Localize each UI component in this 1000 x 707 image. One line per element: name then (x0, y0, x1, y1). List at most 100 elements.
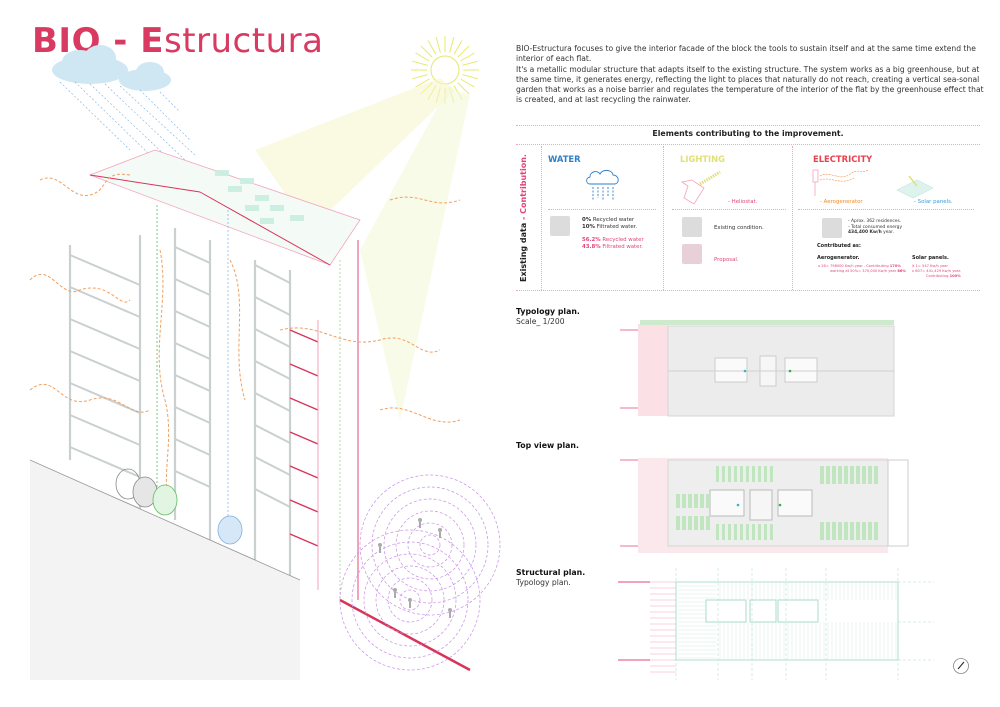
planter (688, 516, 692, 530)
aerogenerator-label: - Aerogenerator (820, 199, 863, 205)
sun-ray (460, 78, 475, 88)
structural-plan-drawing (618, 568, 934, 680)
planter (728, 466, 731, 482)
planter (722, 524, 725, 540)
planter (764, 466, 767, 482)
planter (832, 466, 836, 484)
water-contribution: 56.2% Recycled water 43.8% Filtrated wat… (582, 237, 644, 251)
structural-plan-title: Structural plan. (516, 568, 586, 577)
ground-section (30, 460, 300, 680)
divider (516, 125, 980, 126)
planter (740, 524, 743, 540)
noise-ring (339, 529, 481, 671)
floor-slab (174, 470, 211, 488)
lighting-existing-label: Existing condition. (714, 225, 764, 231)
divider (672, 209, 786, 210)
planter (700, 494, 704, 508)
sun-ray (412, 74, 428, 80)
electricity-heading: ELECTRICITY (813, 154, 873, 164)
aerogenerator-icon (812, 169, 869, 196)
planter (752, 466, 755, 482)
side-label: Existing data - Contribution. (519, 154, 528, 282)
facade-slab (289, 363, 319, 377)
solar-value: 100% (949, 274, 961, 278)
divider (798, 209, 974, 210)
planter (688, 494, 692, 508)
electricity-residences: - Aprox. 362 residences. (848, 219, 902, 224)
planter (826, 466, 830, 484)
lighting-proposal-label: Proposal. (714, 257, 739, 263)
sun-ray (457, 45, 470, 58)
intro-paragraph-2: It's a metallic modular structure that a… (516, 64, 984, 105)
building-floors (69, 246, 291, 510)
noise-ring (375, 565, 445, 635)
floor-slab (69, 318, 141, 350)
axonometric-building-drawing (29, 36, 501, 680)
planter (844, 522, 848, 540)
planter (820, 522, 824, 540)
planter (856, 466, 860, 484)
floor-slab (174, 278, 211, 296)
water-filtrated-value: 43.8% (582, 244, 601, 250)
title-rest: structura (163, 21, 324, 61)
floor-slab (254, 392, 291, 412)
top-view-plan-title: Top view plan. (516, 441, 579, 450)
noise-ring (351, 541, 469, 659)
typology-plan-drawing (620, 320, 895, 417)
sun-ray (435, 37, 441, 53)
column-divider (792, 146, 793, 290)
elements-heading: Elements contributing to the improvement… (652, 129, 844, 138)
typology-plan-title: Typology plan. (516, 307, 580, 316)
planter (826, 522, 830, 540)
sun-ray (453, 40, 463, 55)
noise-ring (371, 486, 489, 604)
electricity-consumed-value: 434,400 Kw/h (848, 230, 882, 236)
noise-barrier-rings (339, 474, 501, 671)
noise-ring (363, 553, 457, 647)
floor-slab (254, 424, 291, 444)
water-filtrated-label: Filtrated water. (602, 244, 643, 250)
floor-slab (254, 264, 291, 284)
planter (868, 466, 872, 484)
planter (728, 524, 731, 540)
planter (838, 522, 842, 540)
sun-ray (462, 60, 478, 66)
structural-plan-subtitle: Typology plan. (516, 578, 571, 587)
wind-flow-lines (29, 173, 461, 501)
roof (88, 149, 361, 266)
planter (682, 494, 686, 508)
electricity-existing: - Aprox. 362 residences. - Total consume… (848, 219, 902, 236)
intro-paragraph-1: BIO-Estructura focuses to give the inter… (516, 44, 976, 64)
aerogenerator-details: x 26= 798000 Kw/h year . Contributing 17… (818, 264, 906, 274)
water-existing-filtrated-value: 10% (582, 224, 595, 230)
planter (838, 466, 842, 484)
aero-text-2: working at 50%= 370,000 Kw/h year (830, 269, 897, 273)
noise-ring (399, 589, 421, 611)
planter (874, 466, 878, 484)
planter (770, 524, 773, 540)
floor-slab (254, 296, 291, 316)
planter (694, 494, 698, 508)
planter (758, 466, 761, 482)
divider (548, 209, 656, 210)
floor-slab (174, 246, 211, 264)
heliostat-label: - Heliostat. (728, 199, 758, 205)
noise-ring (383, 498, 477, 592)
facade-slab (289, 465, 319, 479)
planter (856, 522, 860, 540)
floor-slab (174, 374, 211, 392)
lighting-existing-thumbnail (682, 217, 702, 237)
facade-red-slabs (289, 329, 319, 547)
floor-slab (69, 414, 141, 446)
planter (676, 516, 680, 530)
planter (764, 524, 767, 540)
planter (752, 524, 755, 540)
planter (746, 466, 749, 482)
planter (734, 524, 737, 540)
aerogenerator-subheading: Aerogenerator. (817, 255, 860, 261)
floor-slab (254, 360, 291, 380)
light-beam (360, 88, 470, 420)
north-arrow-icon (953, 658, 969, 674)
noise-ring (419, 534, 441, 556)
floor-slab (69, 350, 141, 382)
